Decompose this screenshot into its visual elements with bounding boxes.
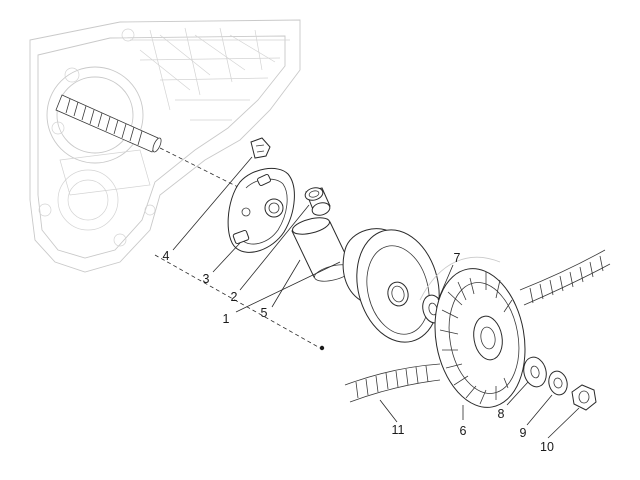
callout-5: 5	[261, 306, 268, 320]
callout-3: 3	[203, 272, 210, 286]
callout-labels: 1 2 3 4 5 6 7 8 9 10 11	[163, 249, 554, 454]
part-3-ramp-plate	[227, 167, 295, 253]
leader-lines	[154, 156, 580, 439]
callout-8: 8	[498, 407, 505, 421]
part-9-washer	[548, 370, 568, 396]
callout-7: 7	[454, 251, 461, 265]
part-6-fan-pulley	[434, 268, 526, 408]
callout-10: 10	[540, 440, 554, 454]
part-4-slide-guide	[250, 137, 271, 159]
part-2-bushing	[304, 187, 331, 216]
part-10-nut	[571, 384, 597, 411]
callout-1: 1	[223, 312, 230, 326]
callout-2: 2	[231, 290, 238, 304]
callout-11: 11	[392, 423, 405, 437]
callout-9: 9	[520, 426, 527, 440]
part-11-drive-belt	[344, 249, 611, 403]
crankcase-housing-ghost	[29, 19, 301, 273]
splined-shaft	[55, 94, 249, 193]
callout-4: 4	[163, 249, 170, 263]
part-1-pulley	[342, 228, 440, 343]
part-8-washer	[523, 356, 547, 388]
callout-6: 6	[460, 424, 467, 438]
